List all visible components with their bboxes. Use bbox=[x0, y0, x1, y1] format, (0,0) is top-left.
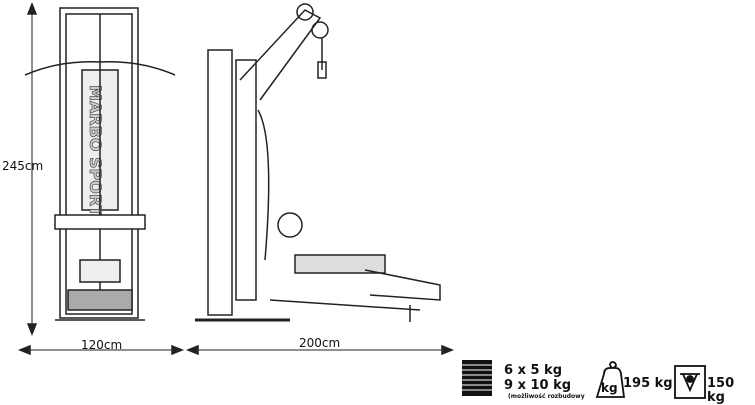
machine-weight: 195 kg bbox=[623, 376, 673, 391]
weight-stack-icon bbox=[462, 360, 492, 396]
stack-note: (możliwość rozbudowy bbox=[508, 393, 585, 400]
stack-line-2: 9 x 10 kg bbox=[504, 378, 572, 393]
kg-weight-icon bbox=[595, 361, 626, 398]
front-width-label: 120cm bbox=[81, 338, 123, 352]
front-view: MARBO SPORT bbox=[17, 1, 185, 356]
max-user-weight: 150 kg bbox=[707, 376, 735, 405]
max-user-load-icon bbox=[674, 365, 706, 399]
side-width-label: 200cm bbox=[299, 336, 341, 350]
stack-line-1: 6 x 5 kg bbox=[504, 363, 563, 378]
side-view bbox=[185, 3, 455, 356]
height-label: 245cm bbox=[2, 159, 44, 173]
kg-icon-label: kg bbox=[601, 381, 618, 395]
